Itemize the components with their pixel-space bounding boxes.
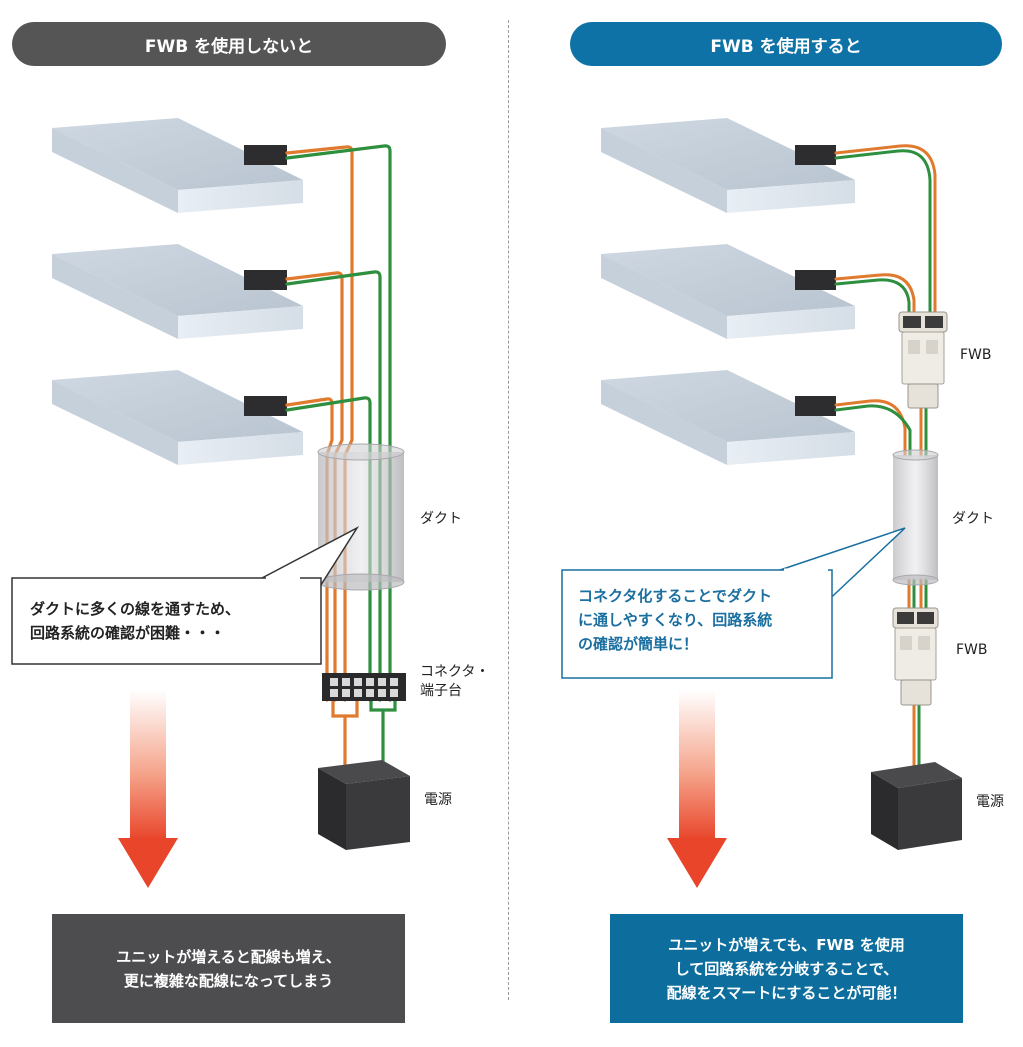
right-header-text: FWB を使用すると [710, 36, 862, 57]
fwb-top-label: FWB [960, 346, 992, 365]
unit-slab [52, 118, 303, 213]
left-header-text: FWB を使用しないと [144, 36, 314, 57]
left-power-label-text: 電源 [424, 792, 452, 808]
left-callout-box [11, 526, 360, 665]
left-duct-label-text: ダクト [420, 511, 462, 527]
right-power-label: 電源 [976, 793, 1004, 812]
unit-slab [601, 244, 855, 339]
left-down-arrow [118, 690, 178, 888]
fwb-bottom-label: FWB [956, 641, 988, 660]
unit-slab [52, 370, 303, 465]
left-wires [285, 144, 397, 772]
right-callout-line2: に通しやすくなり、回路系統 [578, 611, 773, 629]
center-divider [508, 20, 509, 1000]
left-callout-line1: ダクトに多くの線を通すため、 [30, 600, 241, 618]
left-result-line1: ユニットが増えると配線も増え、 [116, 947, 341, 966]
right-result-box: ユニットが増えても、FWB を使用 して回路系統を分岐することで、 配線をスマー… [610, 914, 963, 1023]
unit-slab [601, 370, 855, 465]
terminal-label-line1: コネクタ・ [420, 664, 490, 680]
unit-slab [601, 118, 855, 213]
right-callout-text: コネクタ化することでダクト に通しやすくなり、回路系統 の確認が簡単に！ [578, 584, 772, 656]
fwb-top-label-text: FWB [960, 347, 992, 363]
right-result-line3: 配線をスマートにすることが可能！ [666, 983, 907, 1002]
right-result-line2: して回路系統を分岐することで、 [674, 959, 899, 978]
fwb-bottom-label-text: FWB [956, 642, 988, 658]
terminal-block [322, 673, 406, 701]
left-duct [317, 443, 405, 591]
right-down-arrow [667, 690, 727, 888]
right-header: FWB を使用すると [570, 22, 1002, 66]
terminal-label: コネクタ・ 端子台 [420, 663, 489, 701]
left-result-box: ユニットが増えると配線も増え、 更に複雑な配線になってしまう [52, 914, 405, 1023]
right-units [601, 118, 855, 465]
left-result-line2: 更に複雑な配線になってしまう [123, 971, 334, 990]
terminal-label-line2: 端子台 [420, 683, 462, 699]
left-header: FWB を使用しないと [12, 22, 446, 66]
right-callout-line1: コネクタ化することでダクト [578, 587, 772, 605]
right-duct-label-text: ダクト [952, 511, 994, 527]
right-duct [892, 449, 939, 586]
unit-slab [52, 244, 303, 339]
left-units [52, 118, 303, 465]
left-callout-line2: 回路系統の確認が困難・・・ [30, 624, 226, 642]
fwb-bottom-connector [892, 607, 939, 706]
right-duct-label: ダクト [952, 510, 994, 529]
right-power-box [871, 762, 962, 850]
right-result-line1: ユニットが増えても、FWB を使用 [668, 935, 905, 954]
left-power-label: 電源 [424, 791, 452, 810]
right-callout-line3: の確認が簡単に！ [578, 635, 699, 653]
left-power-box [318, 760, 410, 850]
fwb-top-connector [898, 311, 948, 409]
right-power-label-text: 電源 [976, 794, 1004, 810]
left-callout-text: ダクトに多くの線を通すため、 回路系統の確認が困難・・・ [30, 597, 240, 645]
right-callout-box [561, 527, 906, 679]
left-duct-label: ダクト [420, 510, 462, 529]
